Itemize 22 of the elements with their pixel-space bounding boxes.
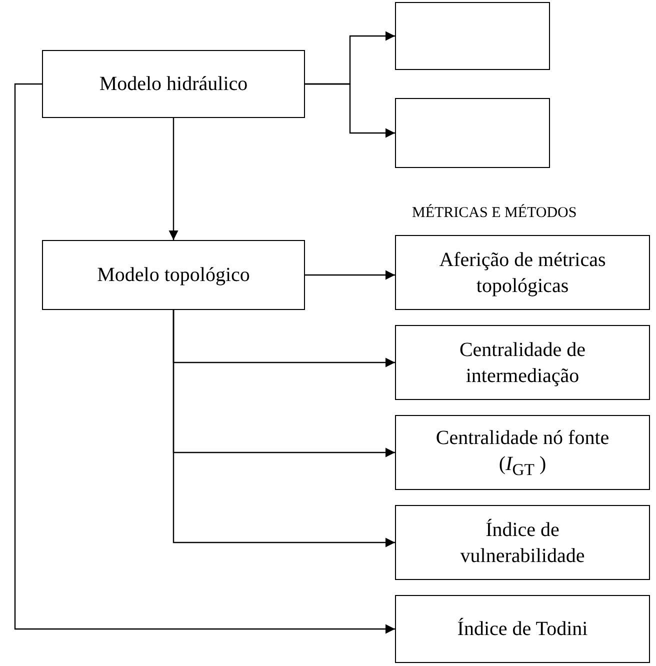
process-box [395, 235, 650, 310]
box-label: Centralidade nó fonte (I$_{GT}$ ) [434, 426, 610, 480]
process-box [395, 415, 650, 490]
process-box [395, 325, 650, 400]
process-box [42, 240, 305, 310]
empty-box [395, 98, 550, 168]
arrow [305, 270, 395, 280]
box-label: Centralidade de intermediação [458, 338, 587, 388]
box-label: Índice de vulnerabilidade [459, 518, 586, 568]
empty-box [395, 2, 550, 70]
arrow [172, 310, 395, 548]
arrow [14, 83, 395, 634]
box-label: Modelo hidráulico [99, 72, 248, 97]
arrow [168, 118, 178, 240]
arrow [305, 83, 395, 138]
box-label: Aferição de métricas topológicas [438, 248, 607, 298]
box-label: Índice de Todini [457, 616, 588, 642]
process-box [395, 595, 650, 663]
process-box [395, 505, 650, 580]
box-label: Modelo topológico [97, 263, 250, 288]
process-box [42, 50, 305, 118]
section-heading: MÉTRICAS E MÉTODOS [412, 205, 577, 222]
